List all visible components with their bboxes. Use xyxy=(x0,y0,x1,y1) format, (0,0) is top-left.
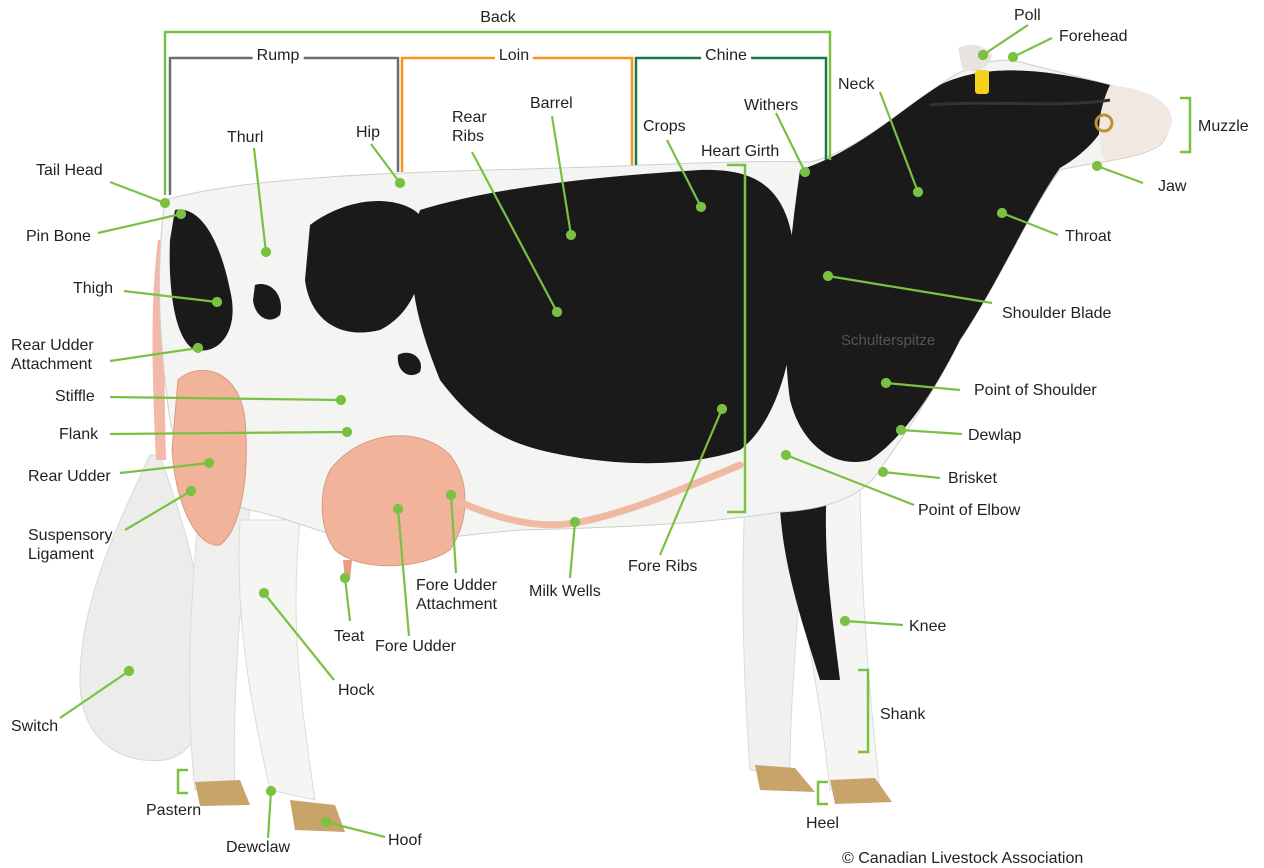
flank-label: Flank xyxy=(59,425,98,444)
rear-udder-attachment-label: Rear Udder Attachment xyxy=(11,336,111,374)
heel-label: Heel xyxy=(806,814,839,833)
rear-udder-label: Rear Udder xyxy=(28,467,111,486)
hoof-front-near xyxy=(830,778,892,804)
fore-udder-attachment-label: Fore Udder Attachment xyxy=(416,576,516,614)
fore-ribs-label: Fore Ribs xyxy=(628,557,697,576)
fore-udder-label: Fore Udder xyxy=(375,637,456,656)
hoof-rear-near xyxy=(290,800,345,832)
muzzle-patch xyxy=(1099,85,1172,160)
throat-label: Throat xyxy=(1065,227,1111,246)
poll-label: Poll xyxy=(1014,6,1041,25)
knee-label: Knee xyxy=(909,617,946,636)
rear-udder-shape xyxy=(172,370,246,545)
suspensory-ligament-label: Suspensory Ligament xyxy=(28,526,128,564)
back-label: Back xyxy=(480,8,516,27)
ghost-text: Schulterspitze xyxy=(841,332,935,349)
crops-label: Crops xyxy=(643,117,686,136)
barrel-label: Barrel xyxy=(530,94,573,113)
tail-head-label: Tail Head xyxy=(36,161,103,180)
hip-label: Hip xyxy=(356,123,380,142)
hoof-label: Hoof xyxy=(388,831,422,850)
muzzle-bracket xyxy=(1180,98,1190,152)
black-patch-neck xyxy=(786,70,1113,462)
copyright-text: © Canadian Livestock Association xyxy=(842,850,1083,868)
point-of-shoulder-label: Point of Shoulder xyxy=(974,381,1097,400)
stiffle-label: Stiffle xyxy=(55,387,95,406)
shank-label: Shank xyxy=(880,705,925,724)
teat-label: Teat xyxy=(334,627,364,646)
thurl-label: Thurl xyxy=(227,128,263,147)
shoulder-blade-label: Shoulder Blade xyxy=(1002,304,1111,323)
fore-udder-shape xyxy=(322,436,465,566)
neck-label: Neck xyxy=(838,75,874,94)
ear-tag xyxy=(975,70,989,94)
rump-label: Rump xyxy=(253,47,304,65)
forehead-label: Forehead xyxy=(1059,27,1128,46)
withers-label: Withers xyxy=(744,96,798,115)
chine-label: Chine xyxy=(701,47,751,65)
heel-bracket xyxy=(818,782,828,804)
milk-wells-label: Milk Wells xyxy=(529,582,601,601)
point-of-elbow-label: Point of Elbow xyxy=(918,501,1020,520)
pastern-bracket xyxy=(178,770,188,793)
dewclaw-label: Dewclaw xyxy=(226,838,290,857)
pin-bone-label: Pin Bone xyxy=(26,227,91,246)
pastern-label: Pastern xyxy=(146,801,201,820)
brisket-label: Brisket xyxy=(948,469,997,488)
muzzle-label: Muzzle xyxy=(1198,117,1249,136)
rear-ribs-label: Rear Ribs xyxy=(452,108,492,146)
switch-label: Switch xyxy=(11,717,58,736)
rear-leg-near xyxy=(239,520,315,800)
hoof-front-far xyxy=(755,765,815,792)
loin-label: Loin xyxy=(495,47,533,65)
loin-bracket xyxy=(402,58,632,172)
thigh-label: Thigh xyxy=(73,279,113,298)
dewlap-label: Dewlap xyxy=(968,426,1021,445)
hock-label: Hock xyxy=(338,681,374,700)
heart-girth-label: Heart Girth xyxy=(701,142,779,161)
jaw-label: Jaw xyxy=(1158,177,1186,196)
hoof-rear-far xyxy=(195,780,250,806)
